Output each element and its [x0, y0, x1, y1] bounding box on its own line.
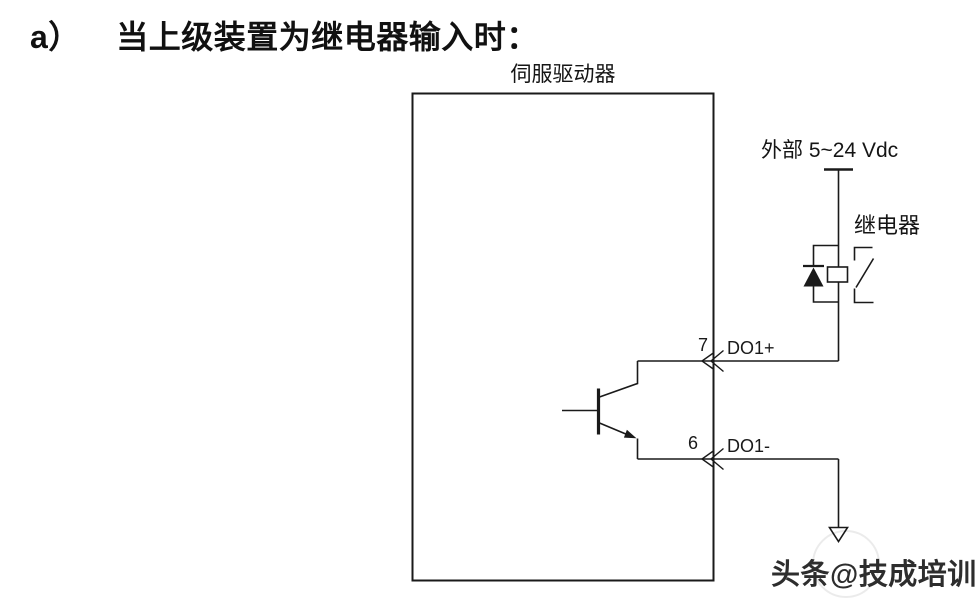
title-text: 当上级装置为继电器输入时： — [116, 19, 539, 55]
external-supply-label: 外部 5~24 Vdc — [761, 139, 899, 162]
servo-driver-label: 伺服驱动器 — [510, 63, 616, 86]
servo-driver-box — [411, 92, 715, 582]
terminal-7-signal-name: DO1+ — [727, 338, 775, 358]
terminal-chevron-icon — [700, 349, 724, 471]
terminal-7-pin-number: 7 — [697, 335, 708, 355]
flyback-diode-icon — [803, 244, 839, 303]
relay-label: 继电器 — [854, 213, 921, 238]
watermark-text: 头条@技成培训 — [771, 559, 977, 591]
npn-transistor-icon — [562, 361, 639, 459]
terminal-6-pin-number: 6 — [687, 433, 698, 453]
title-list-marker: a） — [30, 19, 81, 55]
terminal-6-signal-name: DO1- — [727, 436, 771, 456]
relay-contact-icon — [853, 246, 875, 304]
watermark-stamp — [812, 530, 880, 598]
page-title: a） 当上级装置为继电器输入时： — [30, 12, 539, 58]
relay-coil-icon — [826, 266, 849, 283]
